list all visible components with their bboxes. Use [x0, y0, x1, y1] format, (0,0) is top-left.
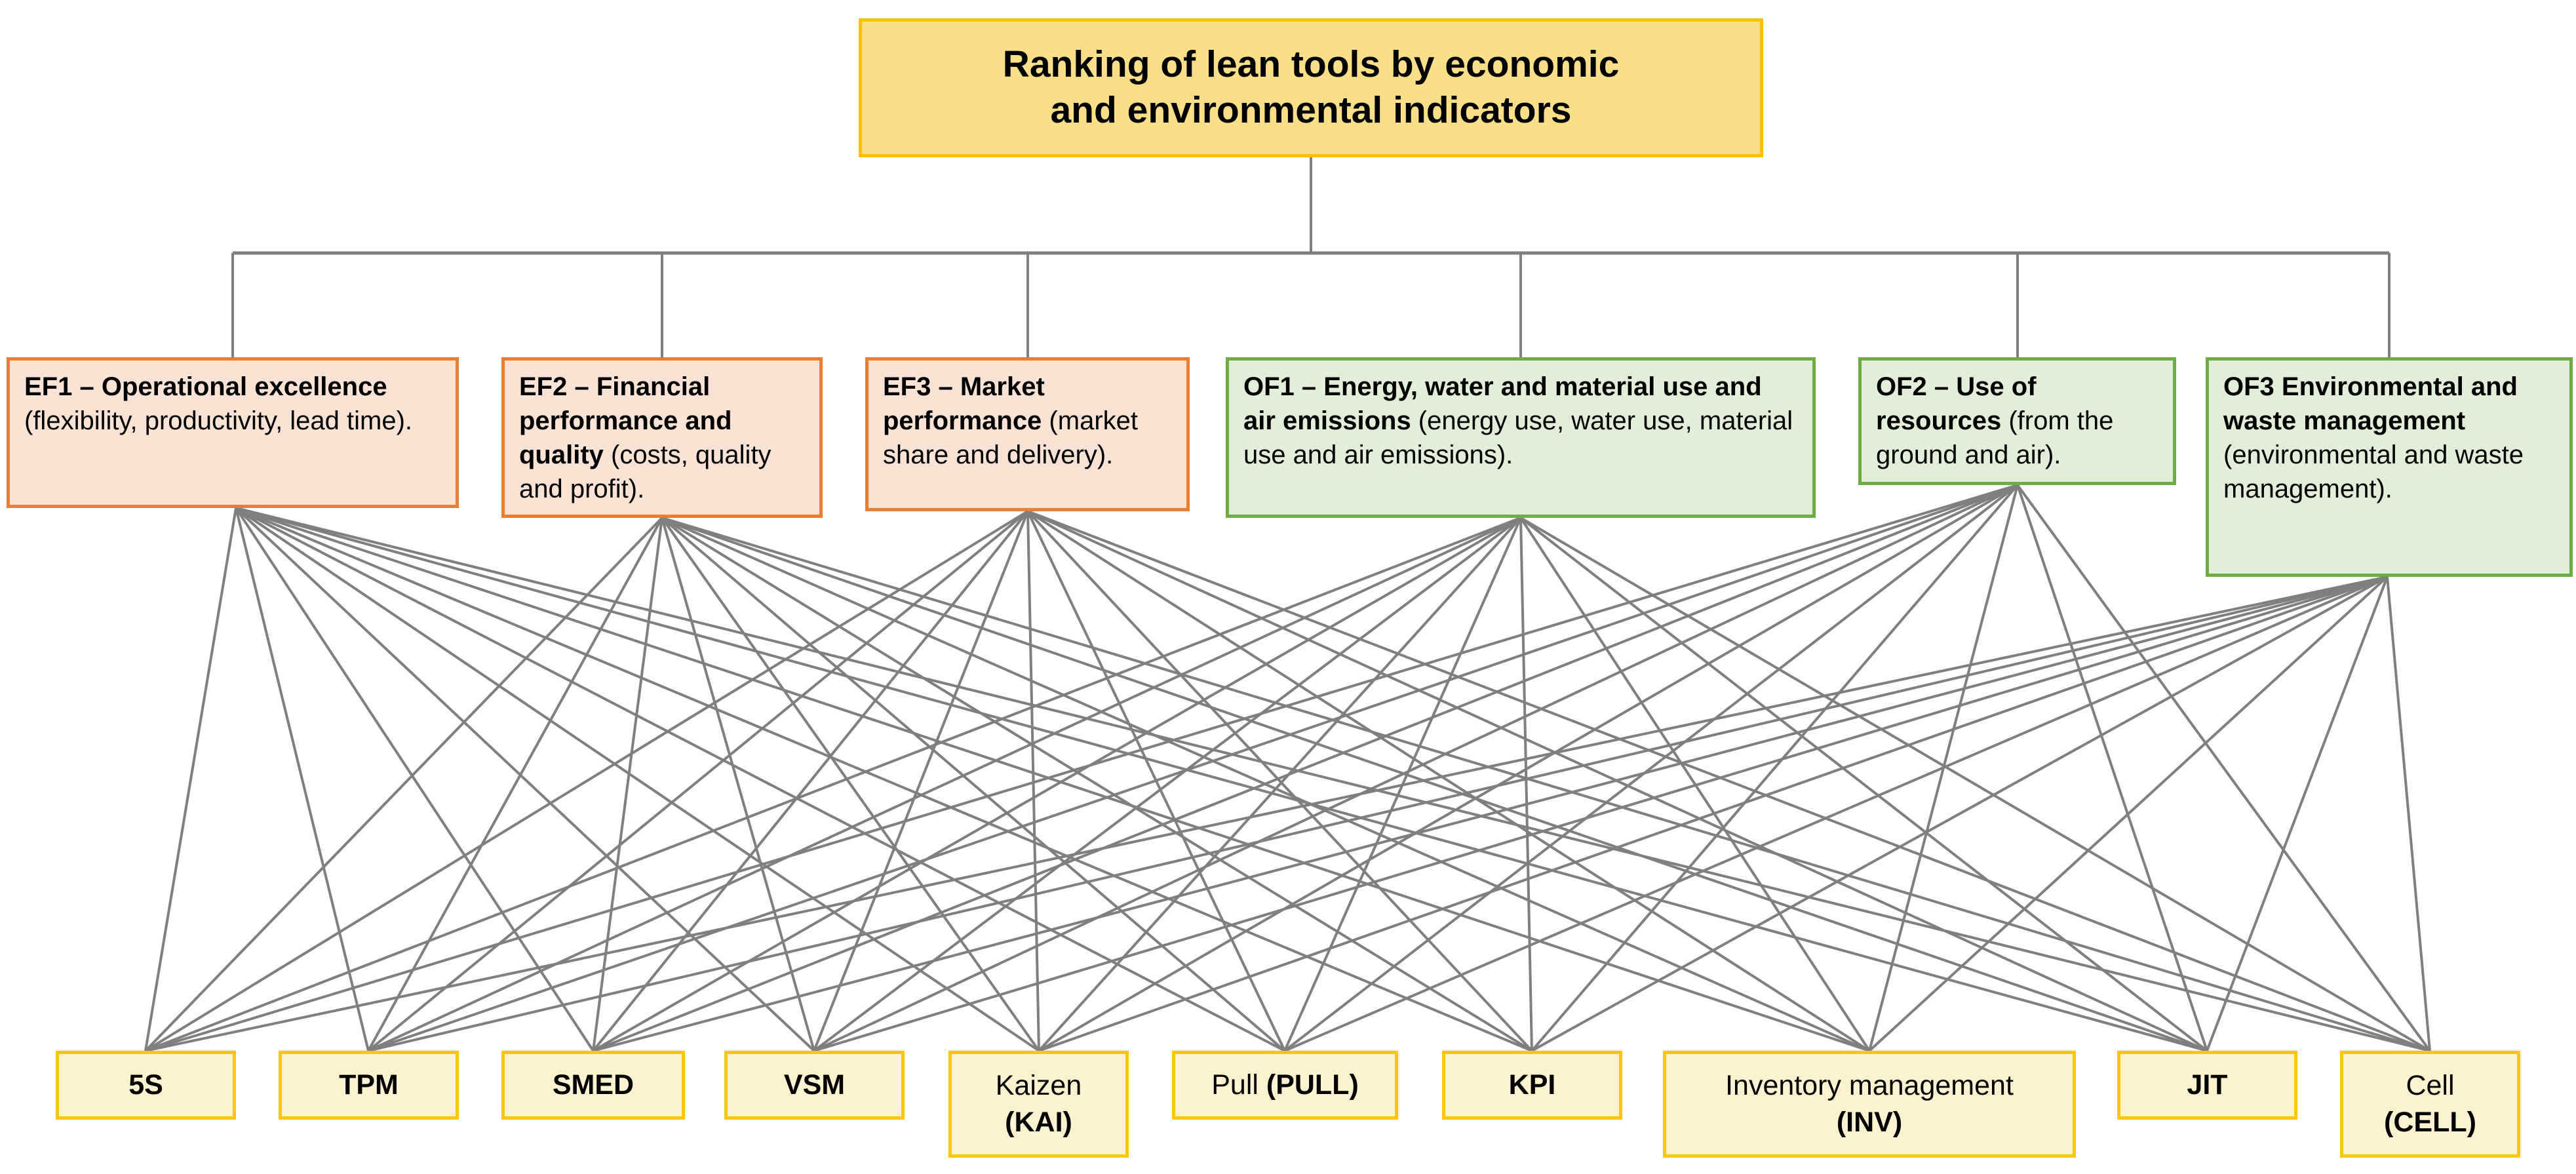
alternative-label: Cell(CELL)	[2384, 1069, 2476, 1138]
edge-of3-to-jit	[2206, 576, 2389, 1051]
criterion-node-ef1[interactable]: EF1 – Operational excellence (flexibilit…	[7, 357, 459, 508]
edge-ef3-to-pull	[1026, 511, 1286, 1051]
edge-of3-to-vsm	[813, 576, 2388, 1052]
alternative-node-jit[interactable]: JIT	[2117, 1051, 2297, 1120]
edge-ef1-to-inv	[235, 507, 1870, 1052]
alternative-label: JIT	[2187, 1068, 2228, 1101]
alternative-node-5s[interactable]: 5S	[56, 1051, 236, 1120]
alternative-label: 5S	[128, 1068, 163, 1101]
edge-ef1-to-vsm	[235, 507, 815, 1052]
edge-of2-to-tpm	[368, 484, 2018, 1052]
edge-ef3-to-vsm	[813, 511, 1029, 1051]
edge-of2-to-5s	[145, 484, 2018, 1052]
edge-ef3-to-5s	[144, 510, 1029, 1052]
edge-of1-to-pull	[1283, 517, 1522, 1051]
edge-ef1-to-cell	[235, 507, 2430, 1052]
criterion-label: EF3 – Market performance (market share a…	[883, 372, 1138, 469]
alternative-label: Inventory management(INV)	[1725, 1069, 2014, 1138]
edge-of2-to-inv	[1868, 484, 2019, 1051]
edge-of3-to-tpm	[368, 576, 2388, 1052]
alternative-label: SMED	[552, 1068, 634, 1101]
edge-ef2-to-cell	[661, 517, 2430, 1052]
criterion-node-ef2[interactable]: EF2 – Financial performance and quality …	[501, 357, 823, 518]
edge-ef2-to-kpi	[661, 517, 1533, 1052]
edge-ef1-to-smed	[235, 507, 595, 1052]
edge-ef3-to-kpi	[1026, 510, 1533, 1052]
edge-of3-to-smed	[593, 576, 2388, 1052]
alternative-label: KPI	[1508, 1068, 1556, 1101]
criteria-to-alternatives-edges	[144, 484, 2431, 1052]
edge-of3-to-kpi	[1531, 576, 2388, 1052]
alternative-node-kai[interactable]: Kaizen(KAI)	[948, 1051, 1129, 1158]
criterion-label: OF2 – Use of resources (from the ground …	[1876, 372, 2114, 469]
edge-of3-to-5s	[145, 576, 2388, 1052]
edge-of1-to-vsm	[813, 517, 1522, 1052]
edge-of3-to-kai	[1038, 576, 2388, 1052]
criterion-label: OF3 Environmental and waste management (…	[2223, 372, 2524, 503]
alternative-node-kpi[interactable]: KPI	[1442, 1051, 1622, 1120]
criterion-label: OF1 – Energy, water and material use and…	[1243, 372, 1793, 469]
criterion-label: EF2 – Financial performance and quality …	[519, 372, 771, 503]
criterion-label: EF1 – Operational excellence (flexibilit…	[24, 372, 413, 435]
edge-ef1-to-kai	[235, 507, 1040, 1052]
goal-to-criteria-edges	[231, 157, 2391, 357]
edge-ef2-to-vsm	[661, 517, 815, 1051]
edge-of1-to-jit	[1519, 517, 2208, 1052]
criterion-node-of2[interactable]: OF2 – Use of resources (from the ground …	[1858, 357, 2176, 485]
alternative-node-smed[interactable]: SMED	[501, 1051, 685, 1120]
edge-of2-to-vsm	[813, 484, 2018, 1052]
alternative-label: TPM	[339, 1068, 399, 1101]
edge-ef2-to-smed	[592, 517, 663, 1051]
edge-ef2-to-pull	[661, 517, 1286, 1052]
edge-ef1-to-tpm	[235, 507, 370, 1051]
edge-of1-to-smed	[593, 517, 1521, 1052]
alternative-node-cell[interactable]: Cell(CELL)	[2340, 1051, 2520, 1158]
edge-of3-to-pull	[1284, 576, 2388, 1052]
edge-ef3-to-kai	[1026, 511, 1040, 1051]
alternative-node-tpm[interactable]: TPM	[279, 1051, 459, 1120]
edge-ef3-to-tpm	[367, 510, 1029, 1052]
edge-ef2-to-jit	[661, 517, 2208, 1052]
edge-of1-to-5s	[145, 517, 1521, 1052]
edge-of1-to-tpm	[368, 517, 1521, 1052]
edge-of1-to-kai	[1038, 517, 1522, 1052]
alternative-label: Pull (PULL)	[1211, 1068, 1359, 1101]
edge-ef1-to-pull	[235, 507, 1285, 1052]
edge-ef3-to-cell	[1027, 510, 2430, 1052]
edge-of1-to-cell	[1519, 517, 2431, 1052]
edge-ef3-to-smed	[592, 510, 1029, 1052]
alternative-node-inv[interactable]: Inventory management(INV)	[1663, 1051, 2076, 1158]
criterion-node-of3[interactable]: OF3 Environmental and waste management (…	[2206, 357, 2573, 577]
alternative-label: VSM	[783, 1068, 846, 1101]
edge-ef2-to-kai	[661, 517, 1040, 1052]
alternative-node-vsm[interactable]: VSM	[724, 1051, 905, 1120]
criterion-node-ef3[interactable]: EF3 – Market performance (market share a…	[865, 357, 1190, 511]
edge-ef1-to-jit	[235, 507, 2208, 1052]
edge-ef2-to-inv	[661, 517, 1870, 1052]
alternative-label: Kaizen(KAI)	[995, 1069, 1082, 1138]
edge-of1-to-inv	[1519, 517, 1871, 1052]
edge-ef3-to-jit	[1027, 510, 2208, 1052]
edge-of2-to-jit	[2016, 484, 2208, 1051]
edge-of3-to-cell	[2386, 576, 2431, 1051]
edge-of2-to-pull	[1283, 484, 2019, 1052]
edge-ef1-to-5s	[144, 507, 237, 1051]
edge-of2-to-kpi	[1531, 484, 2019, 1052]
edge-of1-to-kpi	[1519, 517, 1533, 1051]
edge-ef2-to-5s	[144, 517, 663, 1052]
edge-ef1-to-kpi	[235, 507, 1532, 1052]
edge-of2-to-smed	[593, 484, 2018, 1052]
edge-of3-to-inv	[1868, 576, 2389, 1052]
criterion-node-of1[interactable]: OF1 – Energy, water and material use and…	[1226, 357, 1816, 518]
edge-ef2-to-tpm	[367, 517, 663, 1051]
edge-ef3-to-inv	[1026, 510, 1871, 1052]
edge-of2-to-kai	[1038, 484, 2019, 1052]
alternative-node-pull[interactable]: Pull (PULL)	[1172, 1051, 1398, 1120]
